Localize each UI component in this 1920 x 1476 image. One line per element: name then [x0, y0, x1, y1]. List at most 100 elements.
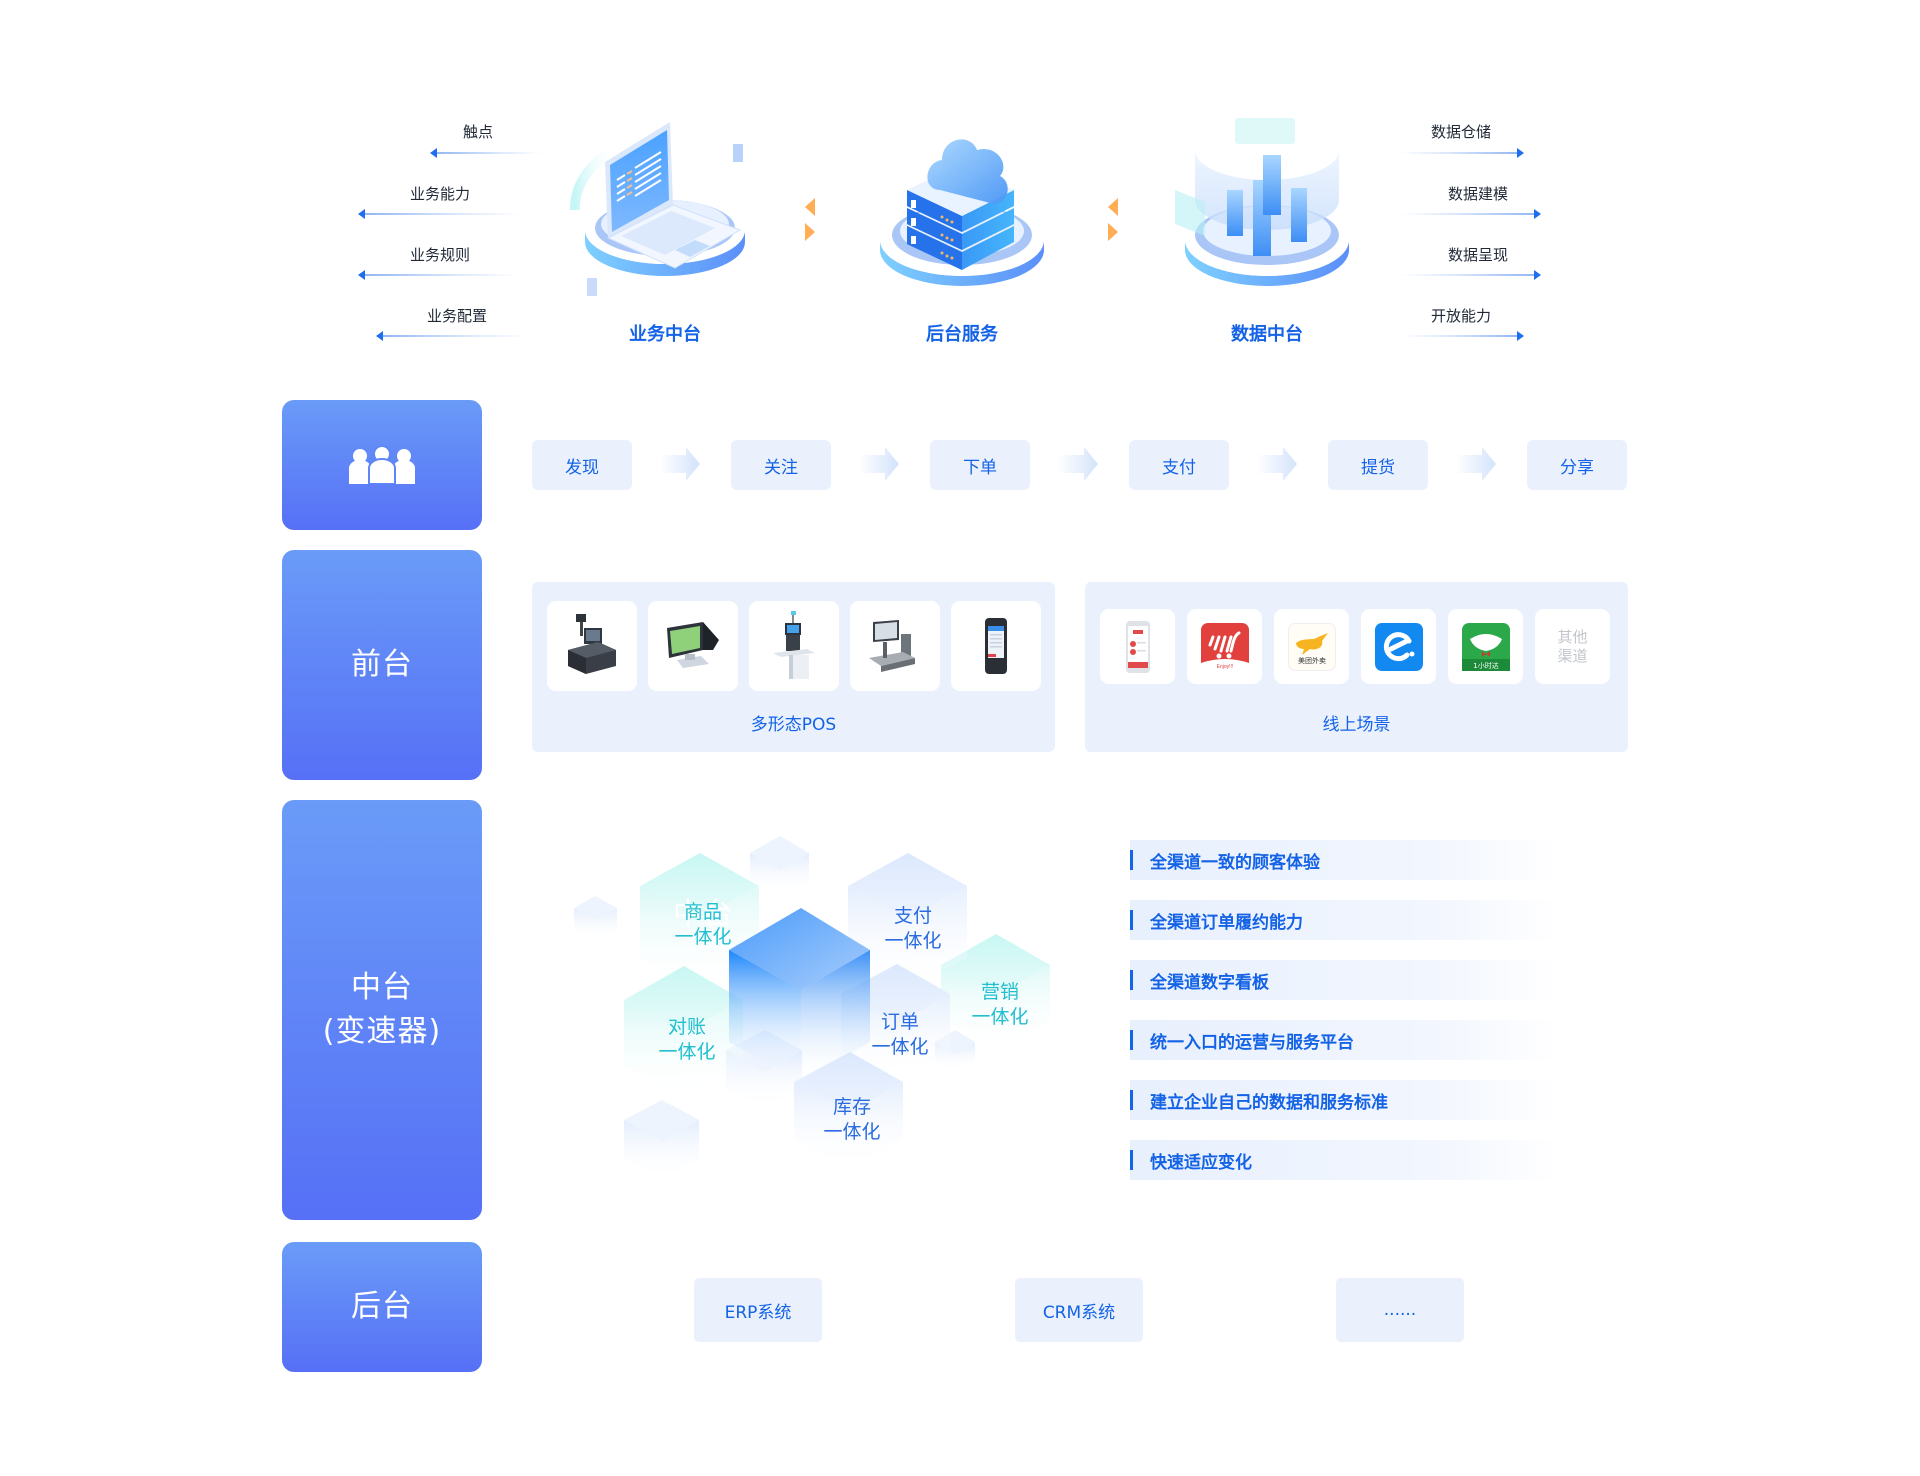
cube-label-inventory: 库存一体化: [797, 1095, 907, 1145]
cube-center-label: 中台: [673, 897, 733, 932]
arrow-head-icon: [1534, 270, 1541, 280]
feature-bar: [1130, 1150, 1133, 1170]
arrow-right-data-modeling: [1400, 209, 1541, 219]
cube-label-product: 商品一体化: [648, 900, 758, 950]
feature-item: 统一入口的运营与服务平台: [1130, 1020, 1560, 1060]
online-panel: Enjoy!!! 美团外卖 1小时达 其他 渠道 线上场景: [1085, 582, 1628, 752]
label-business-rules: 业务规则: [410, 246, 471, 264]
cube-label-payment: 支付一体化: [858, 904, 968, 954]
layer-user: [282, 400, 482, 530]
handheld-pos-icon: [951, 601, 1041, 691]
other-channels-line1: 其他: [1557, 627, 1588, 646]
step-arrow-icon: [859, 447, 899, 481]
journey-step-follow: 关注: [731, 440, 831, 490]
feature-text: 全渠道数字看板: [1150, 972, 1269, 993]
arrow-head-icon: [358, 270, 365, 280]
label-data-warehouse: 数据仓储: [1431, 123, 1492, 141]
online-panel-title: 线上场景: [1322, 715, 1391, 735]
feature-text: 全渠道订单履约能力: [1150, 912, 1303, 933]
feature-item: 建立企业自己的数据和服务标准: [1130, 1080, 1560, 1120]
arrow-head-icon: [1534, 209, 1541, 219]
laptop-icon: [569, 122, 745, 296]
feature-bar: [1130, 910, 1133, 930]
label-business-config: 业务配置: [427, 307, 488, 325]
arrow-head-icon: [430, 148, 437, 158]
backend-crm: CRM系统: [1015, 1278, 1143, 1342]
meituan-waimai-icon: 美团外卖: [1274, 609, 1349, 684]
cube-label-line2: 一体化: [674, 926, 732, 948]
feature-item: 全渠道数字看板: [1130, 960, 1560, 1000]
scale-pos-icon: [850, 601, 940, 691]
layer-middle: 中台 (变速器): [282, 800, 482, 1220]
cube-label-line1: 对账: [667, 1016, 706, 1038]
feature-bar: [1130, 1030, 1133, 1050]
mini-program-phone-icon: [1100, 609, 1175, 684]
cube-label-line1: 订单: [880, 1011, 919, 1033]
layer-front: 前台: [282, 550, 482, 780]
decor-cube: [750, 836, 809, 896]
journey-step-order: 下单: [930, 440, 1030, 490]
step-arrow-icon: [660, 447, 700, 481]
arrow-orange-left-icon: [1108, 198, 1118, 216]
layer-back: 后台: [282, 1242, 482, 1372]
arrow-left-business-capability: [358, 209, 520, 219]
arrow-head-icon: [1517, 148, 1524, 158]
cube-label-line1: 支付: [893, 905, 932, 927]
step-arrow-icon: [1456, 447, 1496, 481]
label-open-capability: 开放能力: [1431, 307, 1492, 325]
pos-panel-title: 多形态POS: [750, 715, 837, 735]
platform-data-middle: 数据中台: [1167, 110, 1367, 360]
eleme-icon: [1361, 609, 1436, 684]
arrow-orange-right-icon: [805, 223, 815, 241]
feature-text: 快速适应变化: [1150, 1152, 1252, 1173]
cube-marketing: [941, 934, 1050, 1050]
platform-label: 业务中台: [629, 324, 701, 345]
data-chart-icon: [1175, 118, 1349, 286]
decor-cube: [574, 896, 617, 940]
arrow-head-icon: [358, 209, 365, 219]
feature-item: 全渠道一致的顾客体验: [1130, 840, 1560, 880]
arrow-left-touchpoint: [430, 148, 542, 158]
arrow-left-business-config: [376, 331, 528, 341]
cash-register-icon: [547, 601, 637, 691]
cube-label-marketing: 营销一体化: [945, 980, 1055, 1030]
enjoy-cart-app-icon: Enjoy!!!: [1187, 609, 1262, 684]
label-touchpoint: 触点: [463, 123, 494, 141]
cube-middle-platform-main: [729, 908, 870, 1082]
journey-step-pickup: 提货: [1328, 440, 1428, 490]
other-channels-line2: 渠道: [1557, 646, 1588, 665]
cube-label-line1: 营销: [980, 981, 1019, 1003]
middle-platform-cube-cluster: [574, 836, 1050, 1180]
feature-bar: [1130, 850, 1133, 870]
dual-screen-pos-icon: [648, 601, 738, 691]
cube-label-line2: 一体化: [658, 1041, 716, 1063]
platform-backend-services: 后台服务: [862, 110, 1062, 360]
platform-business-middle: 业务中台: [565, 110, 765, 360]
jd-daojia-icon: 1小时达: [1448, 609, 1523, 684]
pos-panel: 多形态POS: [532, 582, 1055, 752]
journey-step-discover: 发现: [532, 440, 632, 490]
feature-bar: [1130, 1090, 1133, 1110]
cube-label-line2: 一体化: [871, 1036, 929, 1058]
cube-label-line2: 一体化: [884, 930, 942, 952]
layer-back-label: 后台: [351, 1289, 413, 1324]
arrow-head-icon: [376, 331, 383, 341]
layer-front-label: 前台: [351, 647, 413, 682]
journey-step-share: 分享: [1527, 440, 1627, 490]
platform-label: 后台服务: [926, 324, 998, 345]
feature-text: 统一入口的运营与服务平台: [1150, 1032, 1354, 1053]
arrow-orange-right-icon: [1108, 223, 1118, 241]
meituan-caption: 美团外卖: [1298, 656, 1326, 665]
layer-middle-label-line2: (变速器): [322, 1014, 442, 1049]
layer-middle-label-line1: 中台: [351, 970, 413, 1005]
label-data-presentation: 数据呈现: [1448, 246, 1509, 264]
users-icon: [349, 446, 415, 484]
arrow-right-data-warehouse: [1400, 148, 1524, 158]
cube-label-reconcile: 对账一体化: [632, 1015, 742, 1065]
backend-erp: ERP系统: [694, 1278, 822, 1342]
journey-step-pay: 支付: [1129, 440, 1229, 490]
cube-reconcile: [624, 966, 743, 1096]
cube-inventory: [794, 1052, 903, 1170]
decor-cube: [624, 1100, 699, 1180]
arrow-orange-left-icon: [805, 198, 815, 216]
